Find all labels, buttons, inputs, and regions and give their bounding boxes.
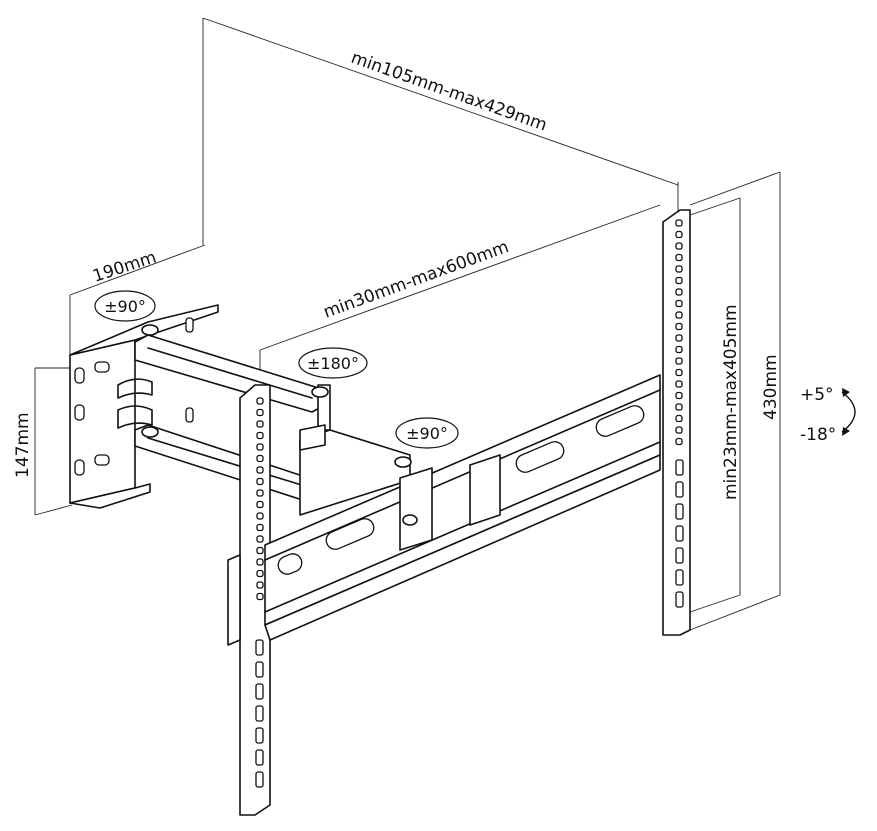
rail-hole <box>256 397 264 405</box>
rotation-badge-wall: ±90° <box>94 290 156 322</box>
rail-hole <box>256 558 264 566</box>
rail-hole <box>675 503 684 520</box>
rail-hole <box>675 591 684 608</box>
rail-hole <box>255 705 264 722</box>
rail-hole <box>256 466 264 474</box>
rail-hole <box>256 420 264 428</box>
vertical-adjust-label: min23mm-max405mm <box>721 304 741 500</box>
tilt-arc-icon <box>841 391 856 433</box>
rail-hole <box>675 345 683 354</box>
right-rail-holes <box>675 219 684 608</box>
swing-arms <box>134 324 412 516</box>
arm-extension-bottom-label: min105mm-max429mm <box>348 48 549 136</box>
rail-hole <box>256 546 264 555</box>
rail-hole <box>675 288 683 296</box>
rail-hole <box>675 219 683 227</box>
rail-hole <box>256 569 264 578</box>
arm-extension-top-label: min30mm-max600mm <box>321 237 512 323</box>
rail-hole <box>675 311 683 319</box>
tilt-arrow-up-icon <box>842 388 850 397</box>
rail-hole <box>255 639 264 656</box>
wall-plate-height-label: 147mm <box>13 412 33 478</box>
rail-hole <box>256 477 264 486</box>
rail-hole <box>675 380 683 388</box>
rail-hole <box>675 230 683 239</box>
rail-hole <box>675 265 683 273</box>
rotation-badge-arm: ±180° <box>298 347 368 379</box>
tilt-down-label: -18° <box>800 425 836 445</box>
rotation-wall-label: ±90° <box>104 297 146 316</box>
tilt-up-label: +5° <box>800 385 834 405</box>
rail-hole <box>675 368 683 377</box>
rotation-badge-head: ±90° <box>395 417 459 449</box>
wall-plate-depth-label: 190mm <box>90 247 159 286</box>
rail-hole <box>256 523 264 532</box>
rail-hole <box>675 414 683 423</box>
rail-hole <box>255 749 264 766</box>
rail-hole <box>675 242 683 250</box>
rail-hole <box>675 547 684 564</box>
rail-hole <box>256 489 264 497</box>
rail-hole <box>256 581 264 589</box>
rail-hole <box>256 535 264 543</box>
rail-hole <box>675 403 683 411</box>
dimension-lines <box>34 17 781 631</box>
rail-hole <box>675 322 683 331</box>
rail-hole <box>675 299 683 308</box>
rail-hole <box>256 443 264 451</box>
rail-hole <box>255 727 264 744</box>
rail-hole <box>675 426 683 434</box>
rotation-head-label: ±90° <box>406 424 448 443</box>
rail-hole <box>256 454 264 463</box>
overall-height-label: 430mm <box>761 354 781 420</box>
rail-hole <box>675 391 683 400</box>
rail-hole <box>675 253 683 262</box>
rail-hole <box>255 683 264 700</box>
rail-hole <box>675 569 684 586</box>
rail-hole <box>256 592 264 601</box>
wall-plate <box>69 304 219 509</box>
rail-hole <box>255 661 264 678</box>
tv-bracket <box>227 209 691 816</box>
left-rail-holes <box>255 397 264 788</box>
rail-hole <box>256 512 264 520</box>
rail-hole <box>256 431 264 440</box>
rail-hole <box>255 771 264 788</box>
rotation-arm-label: ±180° <box>307 354 359 373</box>
rail-hole <box>675 276 683 285</box>
rail-hole <box>675 481 684 498</box>
rail-hole <box>675 334 683 342</box>
tilt-indicator: +5° -18° <box>800 385 856 445</box>
tilt-arrow-down-icon <box>842 427 850 436</box>
rail-hole <box>675 437 683 446</box>
rail-hole <box>256 408 264 417</box>
rail-hole <box>256 500 264 509</box>
rail-hole <box>675 525 684 542</box>
rail-hole <box>675 357 683 365</box>
rail-hole <box>675 459 684 476</box>
